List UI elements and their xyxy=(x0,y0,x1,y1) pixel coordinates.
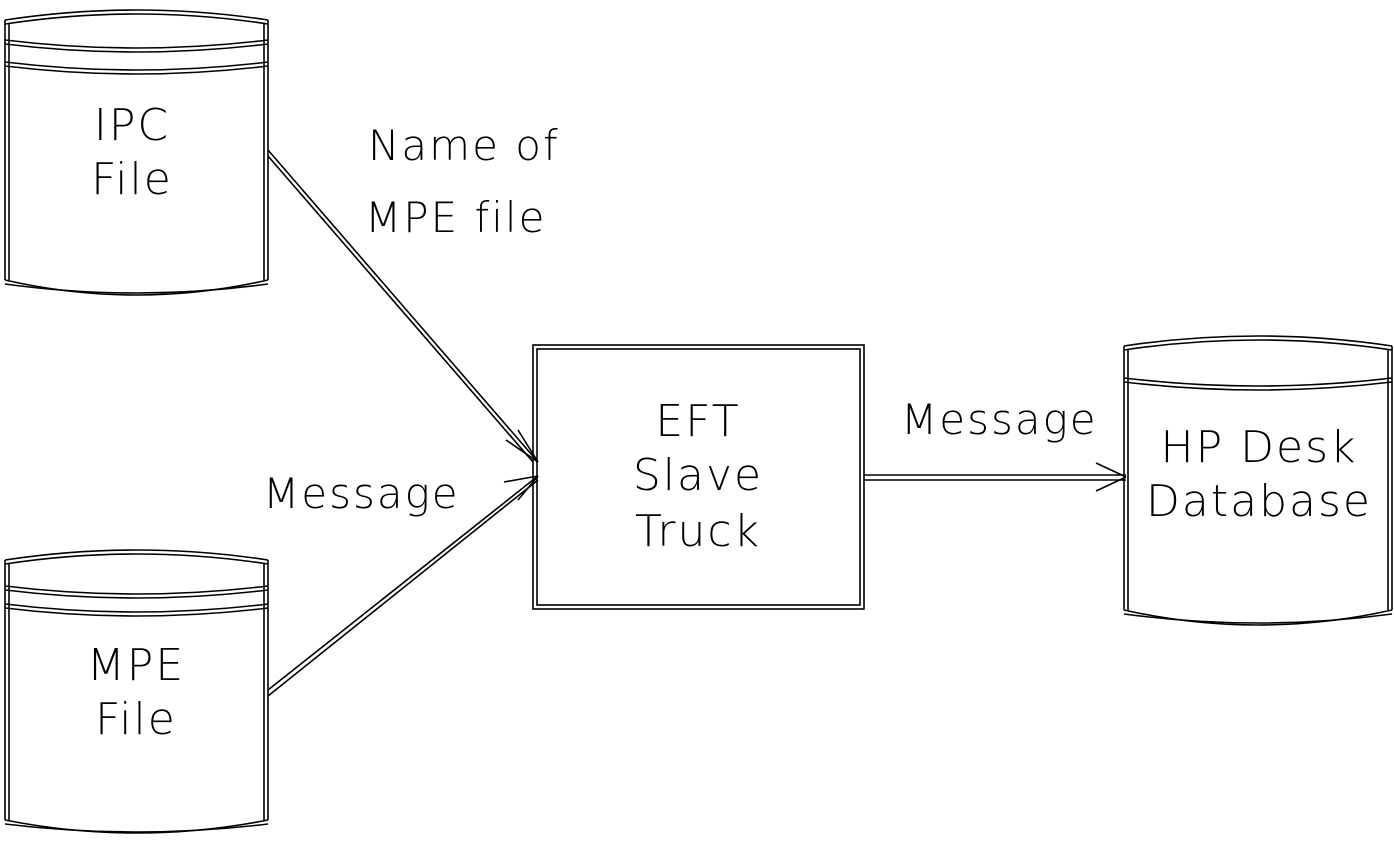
eft-label-line1: EFT xyxy=(655,396,740,447)
eft-label-line3: Truck xyxy=(635,506,761,557)
mpe-edge-label: Message xyxy=(263,469,460,518)
mpe-file-label-line1: MPE xyxy=(87,640,185,691)
mpe-file-cylinder: MPE File xyxy=(4,549,269,834)
mpe-file-label-line2: File xyxy=(95,694,177,745)
ipc-file-label-line2: File xyxy=(91,154,173,205)
ipc-edge-label-line1: Name of xyxy=(368,121,560,170)
hp-desk-label-line2: Database xyxy=(1146,476,1372,527)
ipc-edge-label-line2: MPE file xyxy=(365,193,546,242)
ipc-file-cylinder: IPC File xyxy=(4,9,269,296)
hp-desk-database-cylinder: HP Desk Database xyxy=(1123,335,1393,626)
hpdesk-edge-label: Message xyxy=(901,395,1098,444)
eft-slave-truck-box: EFT Slave Truck xyxy=(532,344,865,610)
eft-to-hpdesk-arrow xyxy=(864,462,1127,492)
ipc-to-eft-arrow xyxy=(267,149,539,463)
eft-label-line2: Slave xyxy=(633,450,763,501)
ipc-file-label-line1: IPC xyxy=(94,100,170,151)
mpe-to-eft-arrow xyxy=(267,475,539,697)
hp-desk-label-line1: HP Desk xyxy=(1161,422,1358,473)
